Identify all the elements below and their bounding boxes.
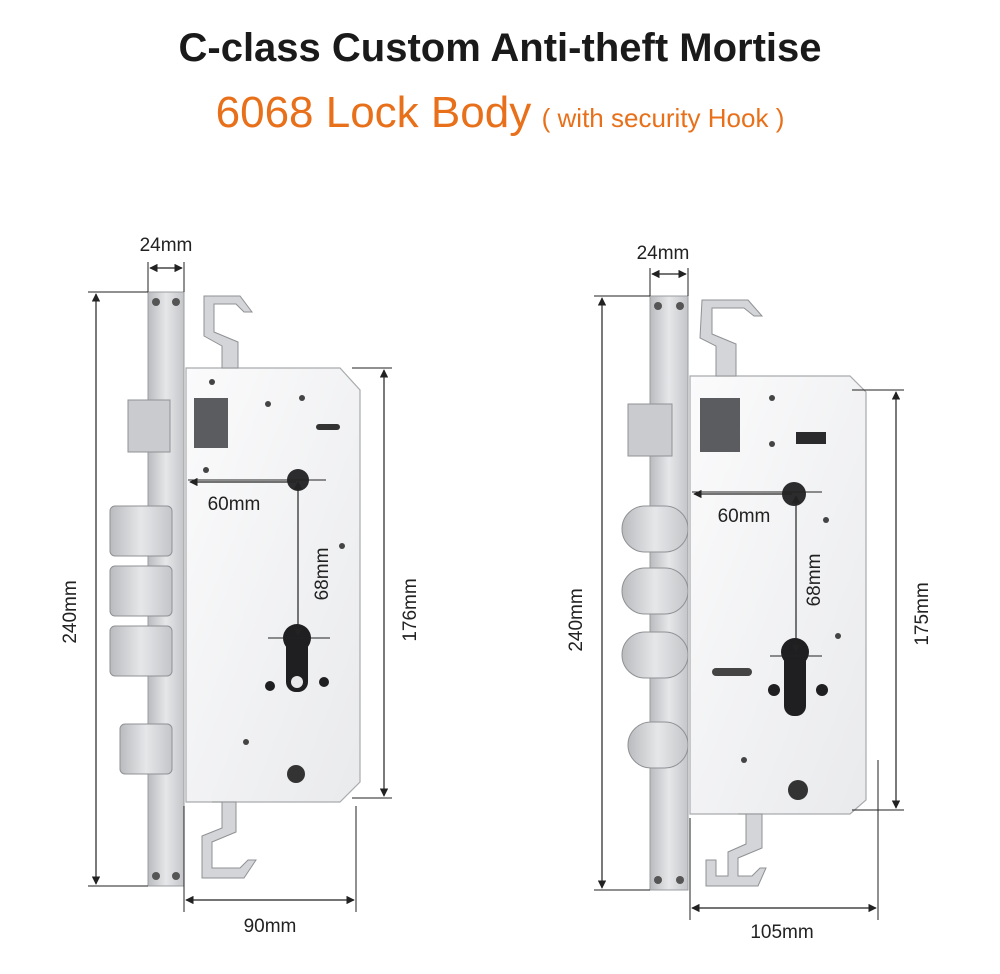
right-dim-center-distance: 68mm <box>804 554 825 607</box>
right-dim-case-depth: 105mm <box>750 922 813 943</box>
page-title: C-class Custom Anti-theft Mortise <box>178 26 822 70</box>
left-dim-case-height: 176mm <box>400 578 421 641</box>
left-bolt-3 <box>109 625 173 677</box>
right-bolt-1 <box>621 505 689 553</box>
left-dim-case-depth: 90mm <box>244 916 297 937</box>
left-bolt-4 <box>119 723 173 775</box>
right-lock: 24mm 240mm 60mm 68mm 175mm 105mm <box>566 243 933 943</box>
right-dim-faceplate-width: 24mm <box>637 243 690 264</box>
left-latch <box>127 399 171 453</box>
right-dim-backset: 60mm <box>718 506 771 527</box>
right-bolt-4 <box>627 721 689 769</box>
left-dim-faceplate-width: 24mm <box>140 235 193 256</box>
left-dim-total-height: 240mm <box>60 580 81 643</box>
left-dim-backset: 60mm <box>208 494 261 515</box>
subtitle-note: ( with security Hook ) <box>541 103 785 133</box>
right-dim-case-height: 175mm <box>912 582 933 645</box>
page-subtitle: 6068 Lock Body ( with security Hook ) <box>0 88 1000 138</box>
left-case <box>185 367 361 803</box>
right-dim-total-height: 240mm <box>566 588 587 651</box>
left-bolt-1 <box>109 505 173 557</box>
right-bolt-2 <box>621 567 689 615</box>
right-bolt-3 <box>621 631 689 679</box>
subtitle-model: 6068 Lock Body <box>215 88 532 137</box>
right-bottom-hook <box>705 813 767 887</box>
left-top-hook <box>203 295 253 369</box>
right-top-hook <box>699 299 764 377</box>
left-bolt-2 <box>109 565 173 617</box>
left-bottom-hook <box>201 801 257 879</box>
right-latch <box>627 403 673 457</box>
left-dim-center-distance: 68mm <box>312 548 333 601</box>
right-case <box>689 375 867 815</box>
left-lock: 24mm 240mm 60mm 68mm 176mm 90mm <box>60 235 421 937</box>
